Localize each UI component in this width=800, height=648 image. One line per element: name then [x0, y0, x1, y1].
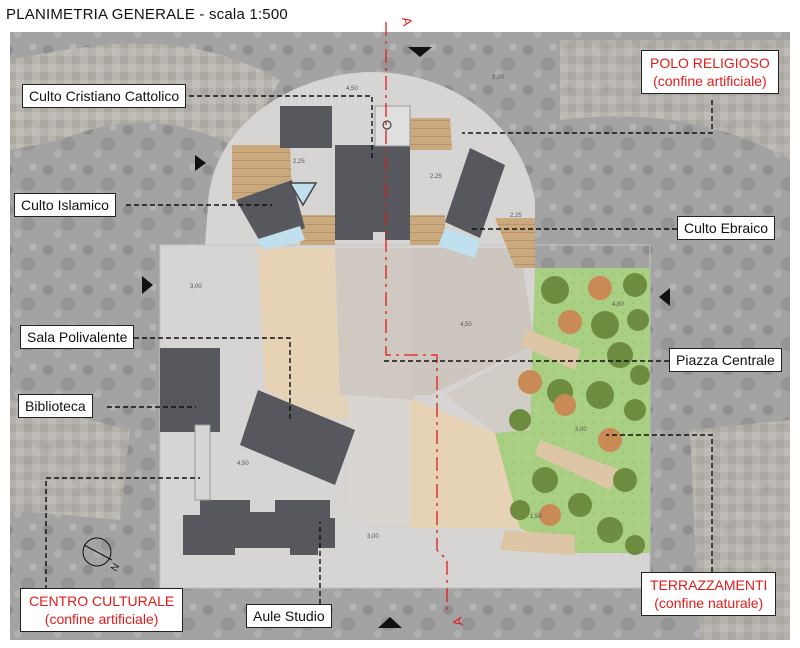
zone-polo-religioso: POLO RELIGIOSO (confine artificiale) — [641, 50, 779, 94]
north-letter: N — [109, 562, 122, 574]
section-marker-top: A — [399, 16, 415, 27]
elevation-mark: 4,50 — [346, 86, 358, 92]
elevation-mark: 2,25 — [510, 213, 522, 219]
building-cristiano-apse — [280, 106, 332, 148]
deck-wood — [300, 215, 335, 245]
elevation-mark: 3,00 — [492, 75, 504, 81]
elevation-mark: 4,80 — [612, 302, 624, 308]
label-culto-ebraico: Culto Ebraico — [677, 216, 776, 240]
building-biblioteca — [160, 348, 220, 432]
elevation-mark: 3,00 — [190, 284, 202, 290]
elevation-mark: 1,50 — [530, 514, 542, 520]
plaza-stone — [345, 395, 410, 525]
plaza-stone — [445, 345, 535, 433]
building-connector — [194, 424, 211, 501]
label-aule-studio: Aule Studio — [246, 604, 332, 628]
terrace-wood — [500, 530, 575, 555]
zone-polo-title: POLO RELIGIOSO — [650, 55, 770, 71]
leader-terr — [606, 434, 713, 572]
drawing-title: PLANIMETRIA GENERALE - scala 1:500 — [6, 6, 288, 23]
elevation-mark: 2,25 — [293, 159, 305, 165]
view-arrow-bottom — [378, 617, 402, 628]
trees — [509, 273, 650, 555]
zone-polo-sub: (confine artificiale) — [653, 73, 767, 89]
aerial-roofs — [10, 400, 130, 520]
zone-centro-culturale: CENTRO CULTURALE (confine artificiale) — [20, 588, 184, 632]
view-arrow-left — [142, 276, 153, 294]
building-ebraico — [445, 148, 505, 238]
leader-centro — [45, 477, 200, 590]
view-arrow-right — [659, 288, 670, 306]
zone-terr-sub: (confine naturale) — [654, 595, 764, 611]
plaza-sand — [265, 320, 350, 420]
elevation-mark: 4,50 — [460, 322, 472, 328]
building-aule — [183, 500, 335, 555]
zone-centro-sub: (confine artificiale) — [44, 611, 159, 627]
north-symbol — [82, 537, 112, 567]
elevation-mark: 3,00 — [367, 534, 379, 540]
section-line — [385, 22, 448, 610]
zone-terr-title: TERRAZZAMENTI — [650, 577, 768, 593]
label-culto-islamico: Culto Islamico — [14, 193, 116, 217]
view-arrow-top — [408, 47, 432, 57]
deck-wood — [410, 215, 445, 245]
plaza-stone — [410, 248, 535, 395]
elevation-mark: 3,00 — [575, 427, 587, 433]
north-symbol-line — [83, 544, 113, 561]
zone-terrazzamenti: TERRAZZAMENTI (confine naturale) — [641, 572, 777, 616]
building-islamico — [236, 180, 305, 245]
section-marker-bottom: A — [450, 616, 466, 627]
building-islamico-basin — [255, 226, 305, 250]
label-culto-cristiano: Culto Cristiano Cattolico — [22, 84, 187, 108]
building-polivalente — [240, 390, 355, 485]
elevation-mark: 2,25 — [430, 174, 442, 180]
plaza-stone — [335, 248, 415, 400]
terrace-wood — [535, 440, 620, 490]
deck-wood — [410, 118, 452, 150]
leader-polivalente — [134, 337, 291, 420]
zone-centro-title: CENTRO CULTURALE — [29, 593, 175, 609]
deck-wood — [495, 218, 535, 268]
terrace-wood — [520, 330, 580, 370]
label-piazza-centrale: Piazza Centrale — [669, 348, 782, 372]
building-cristiano-bell-dot — [382, 120, 392, 130]
label-sala-polivalente: Sala Polivalente — [20, 325, 135, 349]
view-arrow-left-top — [195, 155, 206, 171]
leader-cristiano — [189, 95, 373, 160]
building-ebraico-basin — [438, 228, 480, 258]
label-biblioteca: Biblioteca — [18, 394, 93, 418]
building-cristiano-bell — [374, 105, 411, 147]
elevation-mark: 4,50 — [237, 461, 249, 467]
leader-polo — [462, 100, 713, 134]
building-islamico-fountain — [288, 182, 318, 207]
building-cristiano — [335, 145, 410, 240]
